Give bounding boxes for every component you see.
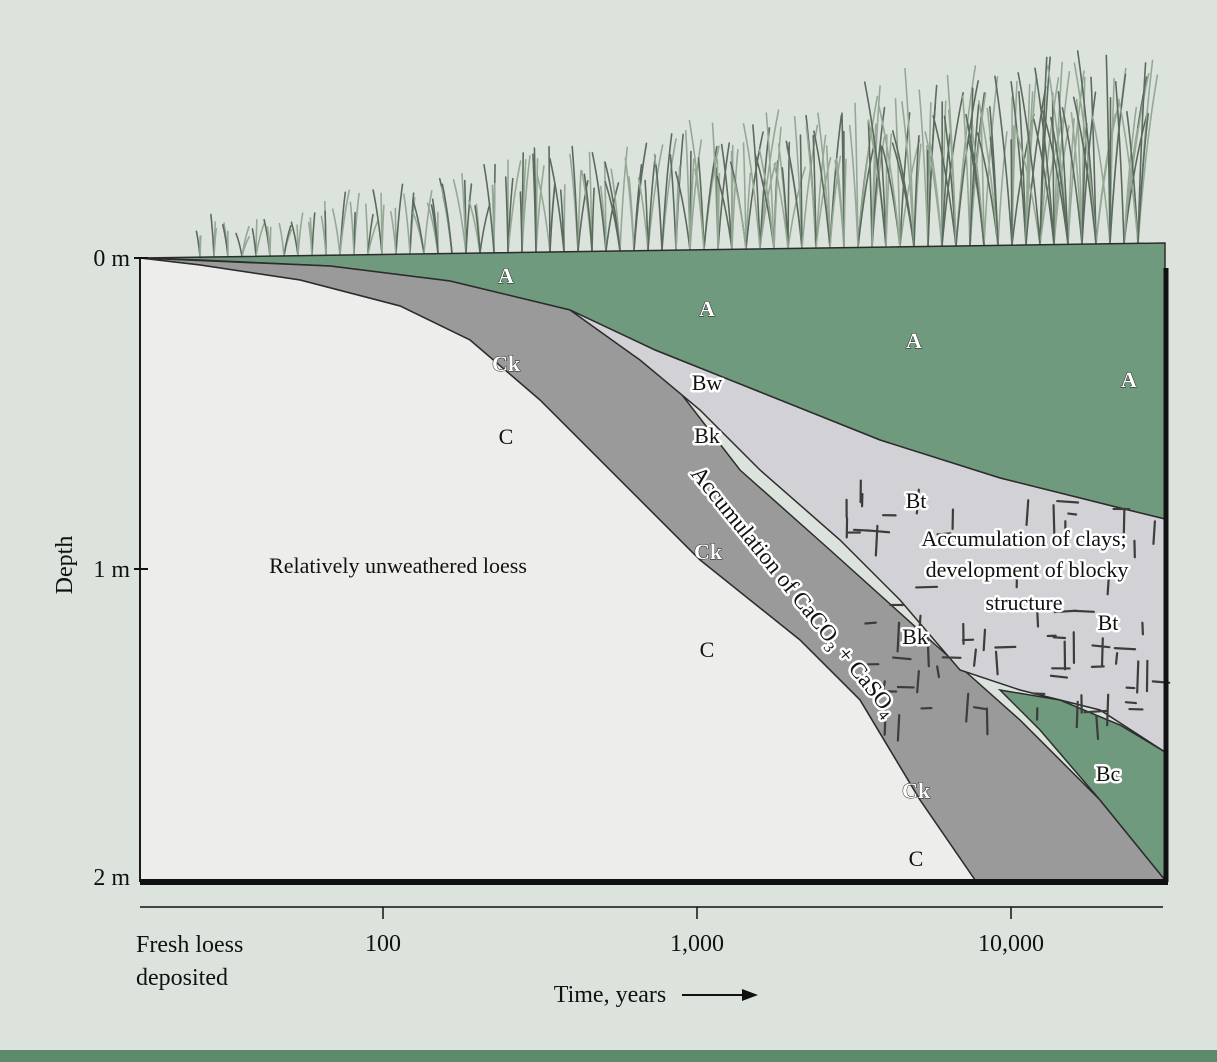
horizon-ck-3: Ck [902,778,931,803]
horizon-c-1: C [499,424,514,449]
horizon-a-1: A [498,263,514,288]
loess-annotation: Relatively unweathered loess [269,553,527,578]
depth-tick-1m: 1 m [93,557,130,583]
time-tick-label-100: 100 [365,931,401,957]
vegetation-illustration [140,50,1165,262]
horizon-a-2: A [699,296,715,321]
clays-annotation-line3: structure [986,590,1063,615]
horizon-bk-2: Bk [902,624,928,649]
depth-tick-2m: 2 m [93,865,130,891]
fresh-loess-label-line1: Fresh loess [136,932,243,958]
time-arrow-icon [682,989,758,1001]
bottom-rule [0,1050,1217,1062]
loess-region [139,257,977,881]
fresh-loess-label-line2: deposited [136,965,228,991]
depth-tick-0m: 0 m [93,246,130,272]
horizon-bw: Bw [692,370,723,395]
horizon-ck-1: Ck [492,351,521,376]
horizon-bc: Bc [1096,761,1121,786]
horizon-bt-2: Bt [1098,610,1119,635]
time-tick-label-1000: 1,000 [670,931,724,957]
horizon-bk-1: Bk [694,423,720,448]
clays-annotation-line1: Accumulation of clays; [921,526,1126,551]
time-axis-title: Time, years [554,982,666,1008]
time-tick-label-10000: 10,000 [978,931,1044,957]
horizon-a-4: A [1121,367,1137,392]
horizon-ck-2: Ck [694,539,723,564]
horizon-c-2: C [700,637,715,662]
horizon-c-3: C [909,846,924,871]
clays-annotation-line2: development of blocky [926,557,1129,582]
horizon-bt-1: Bt [906,488,927,513]
blocky-structure-pattern [845,479,1171,742]
horizon-a-3: A [906,328,922,353]
depth-axis-title: Depth [52,536,78,595]
